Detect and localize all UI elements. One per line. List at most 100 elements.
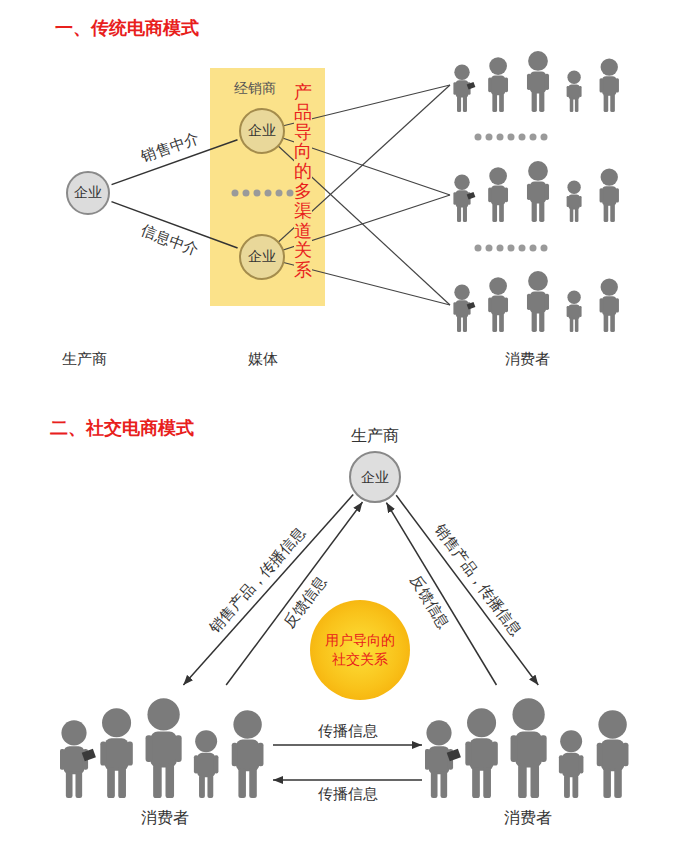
edge-label: 信息中介 bbox=[136, 220, 202, 259]
person-arm bbox=[504, 188, 508, 203]
person-arm bbox=[425, 749, 430, 770]
person-body bbox=[530, 71, 546, 93]
connector bbox=[396, 495, 538, 685]
person-leg bbox=[199, 775, 205, 798]
person-arm bbox=[60, 749, 65, 770]
person-leg bbox=[610, 314, 615, 332]
person-body bbox=[64, 746, 85, 774]
person-arm bbox=[579, 196, 582, 207]
person-body bbox=[429, 746, 450, 774]
person-arm bbox=[175, 735, 182, 762]
person-leg bbox=[532, 311, 537, 332]
person-arm bbox=[579, 86, 582, 97]
person-body bbox=[197, 753, 215, 778]
ellipsis-dot bbox=[508, 245, 515, 252]
person-arm bbox=[545, 74, 549, 90]
person-leg bbox=[499, 93, 504, 112]
band-vertical-note: 产品导向的多渠道关系 bbox=[294, 82, 312, 280]
group-label: 消费者 bbox=[141, 808, 189, 829]
book bbox=[467, 82, 476, 90]
person-figure bbox=[194, 730, 219, 798]
column-label: 媒体 bbox=[248, 350, 278, 369]
person-head bbox=[454, 64, 469, 79]
person-figure bbox=[453, 174, 475, 222]
person-figure bbox=[600, 168, 619, 222]
ellipsis-dot bbox=[276, 190, 283, 197]
person-figure bbox=[453, 64, 475, 112]
person-arm bbox=[567, 196, 570, 207]
person-head bbox=[567, 291, 580, 304]
person-body bbox=[491, 185, 506, 205]
person-head bbox=[233, 710, 261, 738]
ellipsis-dot bbox=[486, 134, 493, 141]
person-arm bbox=[146, 735, 153, 762]
person-leg bbox=[570, 98, 574, 112]
person-figure bbox=[600, 278, 619, 332]
person-arm bbox=[615, 78, 619, 92]
person-leg bbox=[440, 771, 447, 798]
person-figure bbox=[488, 167, 508, 222]
person-figure bbox=[511, 698, 547, 798]
edge-label: 传播信息 bbox=[316, 722, 380, 740]
edge-label: 销售中介 bbox=[136, 128, 202, 166]
person-arm bbox=[232, 743, 238, 766]
person-leg bbox=[153, 764, 162, 798]
person-head bbox=[454, 174, 469, 189]
person-leg bbox=[457, 316, 461, 332]
dealer-circle: 企业 bbox=[239, 108, 285, 154]
person-head bbox=[489, 167, 507, 185]
person-leg bbox=[463, 316, 467, 332]
person-leg bbox=[614, 768, 622, 798]
person-body bbox=[602, 186, 616, 205]
person-leg bbox=[532, 201, 537, 222]
company-name: 企业 bbox=[248, 122, 276, 140]
person-arm bbox=[511, 735, 518, 762]
ellipsis-dot bbox=[265, 190, 272, 197]
ellipsis-dot bbox=[486, 245, 493, 252]
person-head bbox=[567, 71, 580, 84]
person-figure bbox=[600, 58, 619, 112]
person-body bbox=[515, 732, 542, 768]
person-body bbox=[491, 295, 506, 315]
ellipsis-dot bbox=[497, 245, 504, 252]
person-head bbox=[147, 698, 179, 730]
company-name: 企业 bbox=[248, 248, 276, 266]
person-head bbox=[598, 710, 626, 738]
media-band: 经销商产品导向的多渠道关系企业企业 bbox=[210, 68, 325, 306]
person-body bbox=[456, 300, 469, 317]
person-leg bbox=[539, 201, 544, 222]
person-arm bbox=[567, 306, 570, 317]
person-head bbox=[489, 57, 507, 75]
ellipsis-dot bbox=[232, 190, 239, 197]
person-figure bbox=[527, 51, 549, 112]
person-leg bbox=[107, 767, 115, 798]
channel-line bbox=[262, 257, 450, 305]
section-title: 二、社交电商模式 bbox=[50, 416, 194, 440]
person-leg bbox=[457, 96, 461, 112]
person-leg bbox=[575, 208, 579, 222]
person-leg bbox=[575, 318, 579, 332]
ellipsis-dot bbox=[519, 134, 526, 141]
person-arm bbox=[488, 78, 492, 93]
person-leg bbox=[499, 313, 504, 332]
person-leg bbox=[492, 93, 497, 112]
ellipsis-dot bbox=[243, 190, 250, 197]
person-figure bbox=[527, 161, 549, 222]
person-leg bbox=[431, 771, 438, 798]
person-body bbox=[569, 194, 580, 209]
person-body bbox=[491, 75, 506, 95]
person-arm bbox=[453, 192, 456, 205]
person-figure bbox=[567, 71, 582, 112]
person-body bbox=[602, 76, 616, 95]
person-arm bbox=[527, 184, 531, 200]
node-heading: 生产商 bbox=[351, 425, 399, 447]
person-head bbox=[512, 698, 544, 730]
person-figure bbox=[597, 710, 629, 798]
person-arm bbox=[100, 742, 106, 766]
person-leg bbox=[492, 203, 497, 222]
person-body bbox=[569, 304, 580, 319]
person-body bbox=[602, 296, 616, 315]
person-figure bbox=[60, 720, 96, 798]
group-label: 消费者 bbox=[504, 808, 552, 829]
person-body bbox=[236, 739, 259, 771]
